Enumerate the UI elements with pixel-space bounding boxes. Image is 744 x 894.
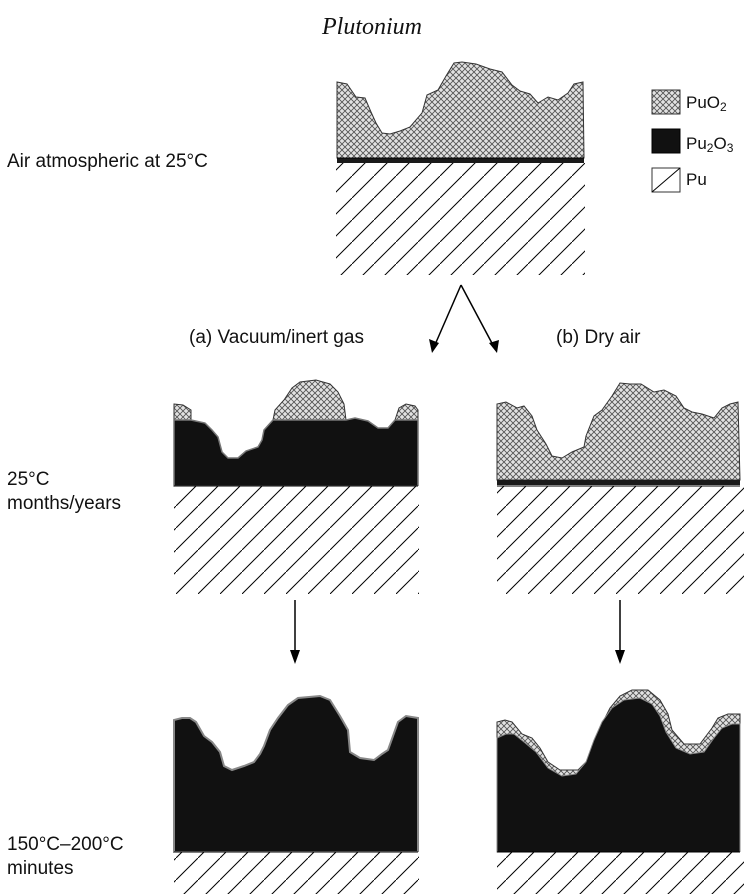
panel-initial [336,61,585,275]
arrow-down-b-head [615,650,625,664]
legend-label-puo2: PuO2 [686,93,727,114]
panel-vacuum-150c [173,694,419,894]
pu2o3-layer-b3 [496,697,741,853]
puo2-remnant-a2-right [394,403,419,421]
puo2-remnant-a2-left [173,403,192,421]
legend-swatch-pu2o3 [651,128,681,154]
label-row2-time: months/years [7,493,122,514]
label-branch-b: (b) Dry air [556,327,641,348]
pu2o3-layer-a3 [173,694,419,853]
legend-label-pu2o3: Pu2O3 [686,134,734,155]
puo2-layer-initial [336,61,585,159]
pu-metal-b3 [497,852,744,894]
pu-metal-b2 [497,486,744,594]
panel-dryair-25c [496,382,744,594]
label-air-atmospheric: Air atmospheric at 25°C [7,151,208,172]
pu-metal-initial [336,163,585,275]
branch-arrows [433,284,495,348]
panel-dryair-150c [496,689,744,894]
pu-metal-a3 [174,852,419,894]
label-branch-a: (a) Vacuum/inert gas [189,327,364,348]
legend-label-pu: Pu [686,170,707,189]
arrowhead-b [489,340,499,353]
legend-swatch-puo2 [651,89,681,115]
label-row3-temp: 150°C–200°C [7,834,124,855]
puo2-layer-b2 [496,382,741,481]
label-row3-time: minutes [7,858,74,879]
pu2o3-layer-b2 [497,480,740,485]
arrow-down-a-head [290,650,300,664]
pu2o3-layer-a2 [173,417,419,487]
panel-vacuum-25c [173,379,419,594]
pu2o3-layer-initial [337,158,584,163]
figure-title: Plutonium [322,14,422,40]
puo2-remnant-a2-mid [272,379,347,421]
pu-metal-a2 [174,486,419,594]
arrowhead-a [429,339,439,353]
label-row2-temp: 25°C [7,469,50,490]
